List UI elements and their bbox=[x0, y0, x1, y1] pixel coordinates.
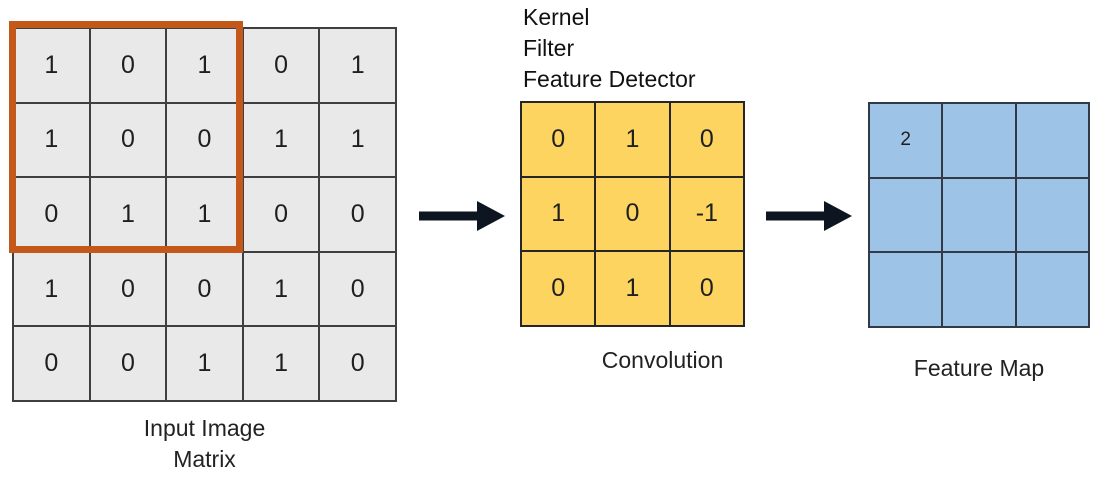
input-matrix-cell: 1 bbox=[243, 103, 319, 177]
input-matrix-cell: 0 bbox=[243, 29, 319, 102]
input-matrix-cell: 0 bbox=[14, 178, 89, 251]
input-matrix-cell: 0 bbox=[14, 327, 89, 400]
feature-map-caption: Feature Map bbox=[913, 355, 1045, 381]
input-matrix-cell: 0 bbox=[90, 327, 166, 400]
feature-map-cell bbox=[943, 178, 1015, 252]
input-matrix-cell: 1 bbox=[14, 103, 89, 177]
kernel-title-line: Filter bbox=[523, 35, 575, 61]
kernel-cell: 0 bbox=[670, 252, 743, 325]
kernel-cell: 0 bbox=[670, 103, 743, 176]
feature-map-cell bbox=[943, 253, 1015, 326]
input-matrix-cell: 0 bbox=[90, 103, 166, 177]
kernel-cell: -1 bbox=[670, 177, 743, 251]
input-matrix-cell: 0 bbox=[320, 252, 395, 326]
arrow-right-icon bbox=[419, 201, 505, 231]
feature-map-cell bbox=[870, 178, 942, 252]
input-matrix-cell: 0 bbox=[167, 252, 242, 326]
input-matrix-cell: 1 bbox=[167, 178, 242, 251]
kernel-cell: 0 bbox=[596, 177, 669, 251]
feature-map-grid: 2 bbox=[868, 102, 1090, 328]
input-matrix-cell: 1 bbox=[14, 29, 89, 102]
feature-map-cell bbox=[1016, 104, 1088, 177]
arrow-right-icon bbox=[766, 201, 852, 231]
input-matrix-grid: 1 0 1 0 1 1 0 0 1 1 0 1 1 0 0 1 0 0 1 0 … bbox=[12, 27, 397, 402]
kernel-grid: 0 1 0 1 0 -1 0 1 0 bbox=[520, 101, 745, 327]
input-matrix-cell: 1 bbox=[243, 252, 319, 326]
kernel-cell: 1 bbox=[522, 177, 595, 251]
input-matrix-cell: 1 bbox=[243, 327, 319, 400]
input-matrix-caption-line: Input Image bbox=[143, 415, 266, 441]
kernel-title: Kernel Filter Feature Detector bbox=[523, 2, 696, 95]
input-matrix-cell: 1 bbox=[320, 29, 395, 102]
kernel-cell: 1 bbox=[596, 103, 669, 176]
kernel-title-line: Feature Detector bbox=[523, 66, 696, 92]
input-matrix-cell: 0 bbox=[320, 327, 395, 400]
feature-map-cell bbox=[1016, 253, 1088, 326]
input-matrix-cell: 1 bbox=[320, 103, 395, 177]
feature-map-cell: 2 bbox=[870, 104, 942, 177]
feature-map-cell bbox=[943, 104, 1015, 177]
input-matrix-cell: 1 bbox=[90, 178, 166, 251]
input-matrix-cell: 0 bbox=[90, 29, 166, 102]
input-matrix-cell: 1 bbox=[14, 252, 89, 326]
kernel-cell: 0 bbox=[522, 103, 595, 176]
kernel-cell: 0 bbox=[522, 252, 595, 325]
input-matrix-cell: 1 bbox=[167, 29, 242, 102]
input-matrix-cell: 1 bbox=[167, 327, 242, 400]
feature-map-cell bbox=[1016, 178, 1088, 252]
input-matrix-cell: 0 bbox=[243, 178, 319, 251]
input-matrix-cell: 0 bbox=[320, 178, 395, 251]
kernel-cell: 1 bbox=[596, 252, 669, 325]
input-matrix-caption: Input Image Matrix bbox=[12, 413, 397, 475]
input-matrix-cell: 0 bbox=[167, 103, 242, 177]
kernel-caption: Convolution bbox=[601, 347, 724, 373]
input-matrix-caption-line: Matrix bbox=[173, 446, 236, 472]
input-matrix-cell: 0 bbox=[90, 252, 166, 326]
kernel-title-line: Kernel bbox=[523, 4, 590, 30]
feature-map-cell bbox=[870, 253, 942, 326]
